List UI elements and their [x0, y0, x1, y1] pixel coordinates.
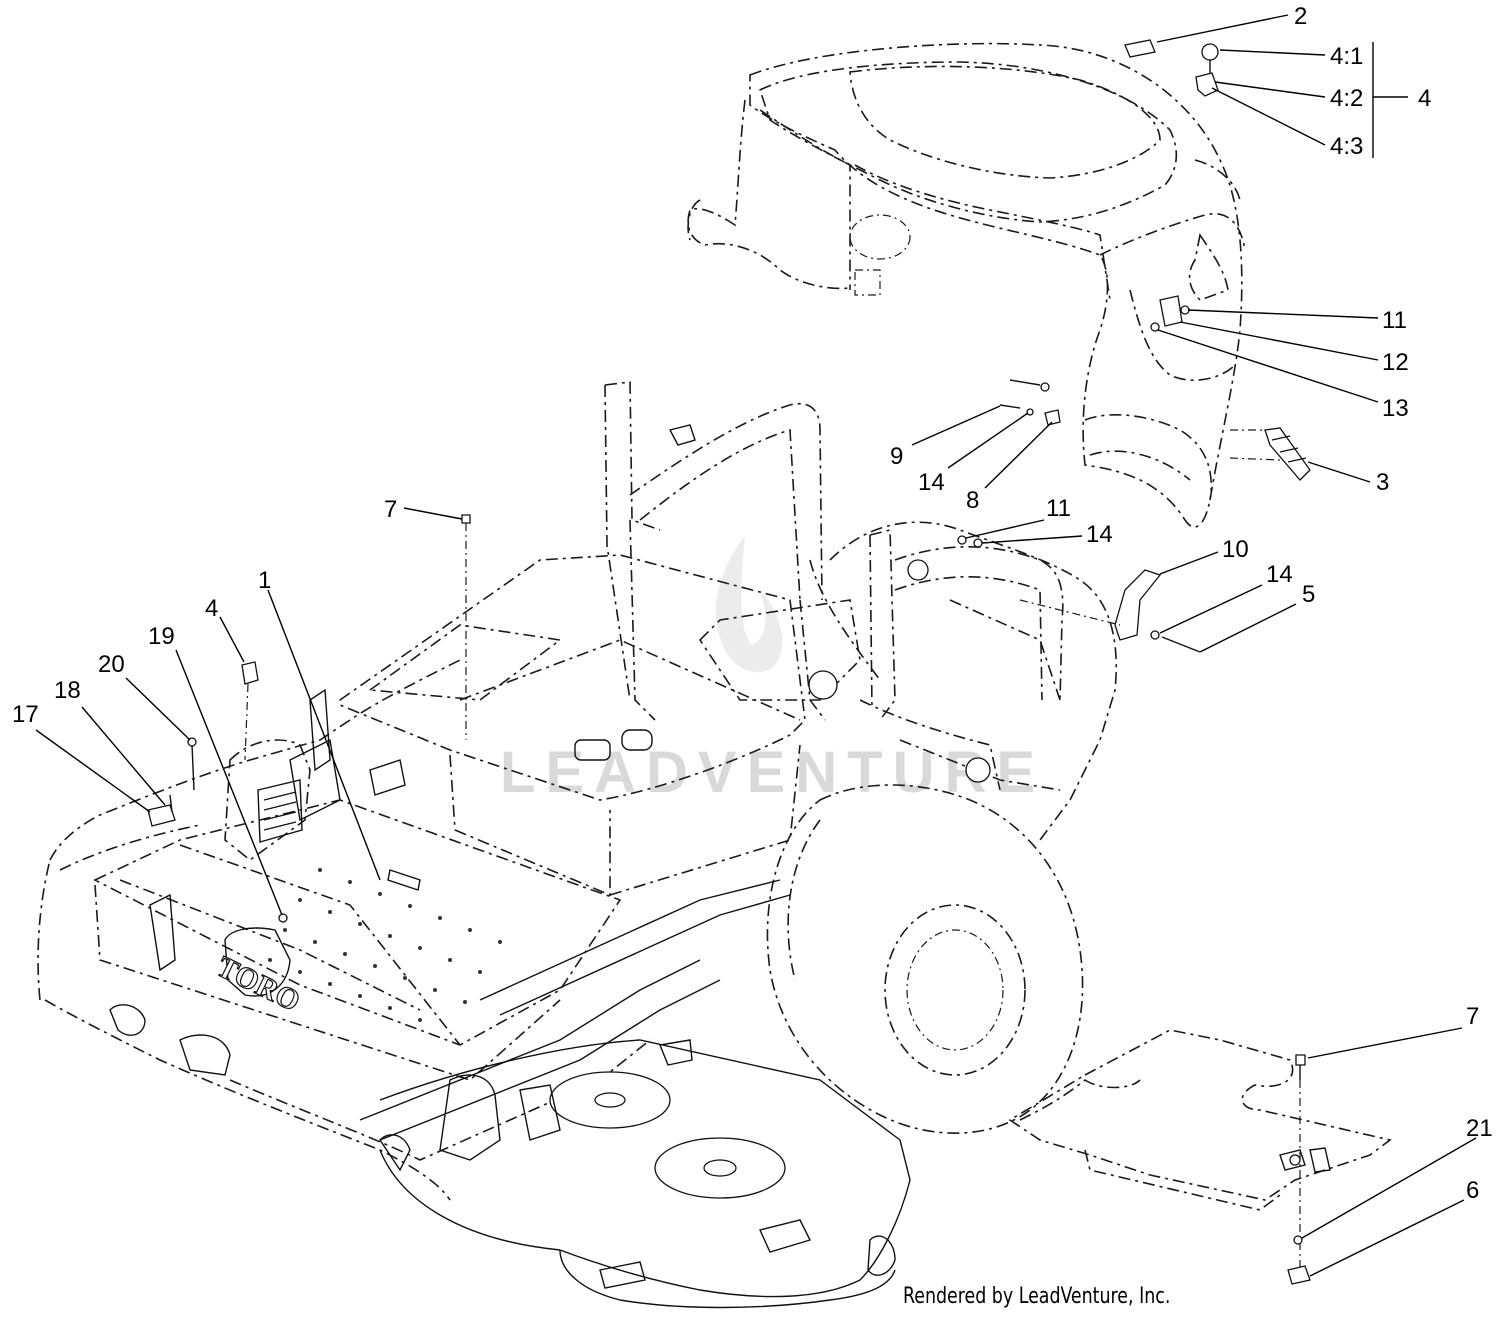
- callout-11-mid: 11: [1046, 495, 1071, 522]
- callout-4-left: 4: [205, 595, 218, 622]
- callout-2: 2: [1294, 3, 1307, 30]
- callout-14-right: 14: [1266, 561, 1293, 588]
- hardware-parts: [147, 39, 1311, 1285]
- deck-baffle-panel: [1008, 1029, 1392, 1211]
- callout-4-assembly: 4: [1418, 85, 1431, 112]
- callout-3: 3: [1376, 469, 1389, 496]
- callout-8: 8: [966, 487, 979, 514]
- callout-13: 13: [1382, 395, 1409, 422]
- callout-21: 21: [1466, 1115, 1493, 1142]
- callout-7-bottom: 7: [1466, 1003, 1479, 1030]
- callout-10: 10: [1222, 536, 1249, 563]
- callout-14-upper: 14: [918, 469, 945, 496]
- callout-19: 19: [148, 623, 175, 650]
- callout-4-1: 4:1: [1330, 43, 1363, 70]
- bolt-part: [461, 514, 471, 524]
- nut-part: [1287, 1265, 1311, 1285]
- seat-pod-fender: [687, 42, 1246, 528]
- watermark-text: LEADVENTURE: [500, 740, 1045, 805]
- callout-4-2: 4:2: [1330, 85, 1363, 112]
- plug-part: [241, 661, 259, 685]
- clip-part: [147, 804, 176, 827]
- watermark: LEADVENTURE: [500, 535, 1045, 805]
- brand-logo: TORO: [212, 950, 305, 1018]
- mower-deck: [379, 1039, 911, 1309]
- bracket-part: [1159, 295, 1183, 327]
- rear-tire: [766, 784, 1084, 1134]
- ignition-switch-part: [1195, 72, 1219, 97]
- callout-12: 12: [1382, 349, 1409, 376]
- callout-20: 20: [98, 651, 125, 678]
- mounting-bracket-part: [1114, 569, 1162, 641]
- callout-4-3: 4:3: [1330, 133, 1363, 160]
- leader-lines: [35, 14, 1477, 1277]
- callout-7-top: 7: [384, 496, 397, 523]
- callout-labels: 2 4:1 4:2 4:3 4 11 12 13 9 14 8 3 7 11 1…: [12, 3, 1493, 1204]
- callout-5: 5: [1302, 581, 1315, 608]
- callout-17: 17: [12, 701, 39, 728]
- key-part: [1201, 43, 1219, 61]
- callout-1: 1: [258, 567, 271, 594]
- left-control-assembly: [109, 688, 421, 1172]
- callout-14-mid: 14: [1086, 521, 1113, 548]
- callout-9: 9: [890, 443, 903, 470]
- render-credit: Rendered by LeadVenture, Inc.: [903, 1284, 1171, 1309]
- callout-6: 6: [1466, 1177, 1479, 1204]
- callout-18: 18: [54, 677, 81, 704]
- motion-control-levers: [604, 381, 1064, 783]
- decal-part: [1124, 39, 1156, 58]
- footplate-holes: [268, 868, 502, 1022]
- callout-11-top: 11: [1382, 307, 1407, 334]
- handle-grip-part: [1264, 427, 1311, 481]
